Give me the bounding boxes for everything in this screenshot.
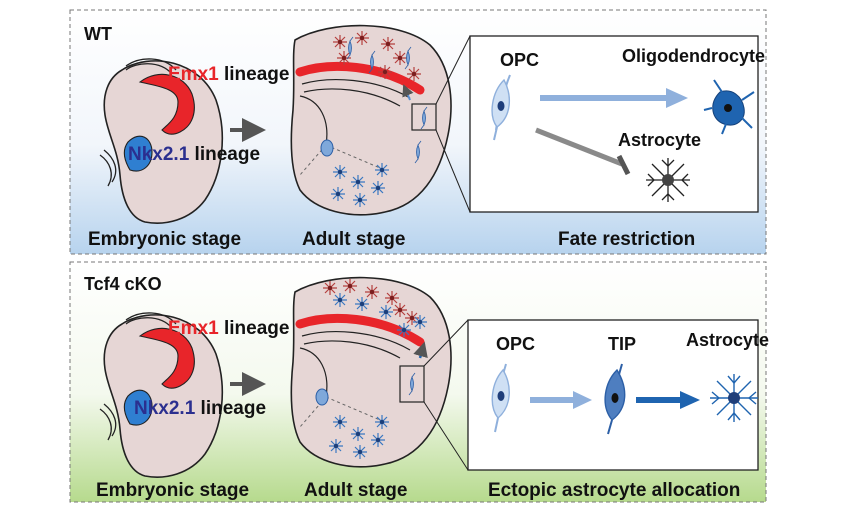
stage-embryonic-wt: Embryonic stage bbox=[88, 229, 241, 250]
opc-label-wt: OPC bbox=[500, 50, 539, 70]
tip-label: TIP bbox=[608, 334, 636, 354]
oligodendrocyte-label: Oligodendrocyte bbox=[622, 46, 765, 66]
emx1-lineage-label-ko: Emx1 lineage bbox=[168, 318, 289, 339]
panel-title-ko: Tcf4 cKO bbox=[84, 274, 162, 294]
astrocyte-label-wt: Astrocyte bbox=[618, 130, 701, 150]
fate-arrow-tip bbox=[530, 391, 592, 409]
opc-label-ko: OPC bbox=[496, 334, 535, 354]
tip-cell-icon bbox=[604, 363, 626, 435]
nkx-name: Nkx2.1 bbox=[134, 398, 196, 419]
nkx-suffix: lineage bbox=[195, 398, 266, 419]
adult-brain-ko bbox=[290, 276, 469, 471]
fate-block-astro bbox=[535, 127, 631, 176]
fate-arrow-oligo bbox=[540, 88, 688, 108]
panel-title-wt: WT bbox=[84, 24, 112, 44]
nkx-lineage-label-wt: Nkx2.1 lineage bbox=[128, 144, 260, 165]
opc-cell-icon-wt bbox=[491, 74, 511, 141]
emx1-lineage-label-wt: Emx1 lineage bbox=[168, 64, 289, 85]
adult-brain-wt bbox=[290, 24, 471, 216]
nkx-name: Nkx2.1 bbox=[128, 144, 190, 165]
stage-embryonic-ko: Embryonic stage bbox=[96, 480, 249, 501]
emx1-suffix: lineage bbox=[219, 318, 290, 339]
emx1-name: Emx1 bbox=[168, 64, 219, 85]
oligodendrocyte-icon bbox=[703, 79, 755, 135]
panel-wt: WT Emx1 lineage Nkx2.1 lineage bbox=[69, 9, 767, 255]
fate-arrow-astro bbox=[636, 391, 700, 409]
astrocyte-icon-wt bbox=[646, 158, 690, 202]
stage-fate-wt: Fate restriction bbox=[558, 229, 695, 250]
astrocyte-label-ko: Astrocyte bbox=[686, 330, 769, 350]
nkx-lineage-label-ko: Nkx2.1 lineage bbox=[134, 398, 266, 419]
fate-box-wt bbox=[469, 35, 759, 213]
panel-ko: Tcf4 cKO Emx1 lineage Nkx2.1 lineage bbox=[69, 261, 769, 503]
astrocyte-icon-ko bbox=[710, 374, 758, 422]
emx1-suffix: lineage bbox=[219, 64, 290, 85]
stage-adult-ko: Adult stage bbox=[304, 480, 407, 501]
opc-cell-icon-ko bbox=[491, 363, 510, 433]
stage-adult-wt: Adult stage bbox=[302, 229, 405, 250]
nkx-suffix: lineage bbox=[189, 144, 260, 165]
stage-fate-ko: Ectopic astrocyte allocation bbox=[488, 480, 740, 501]
emx1-name: Emx1 bbox=[168, 318, 219, 339]
